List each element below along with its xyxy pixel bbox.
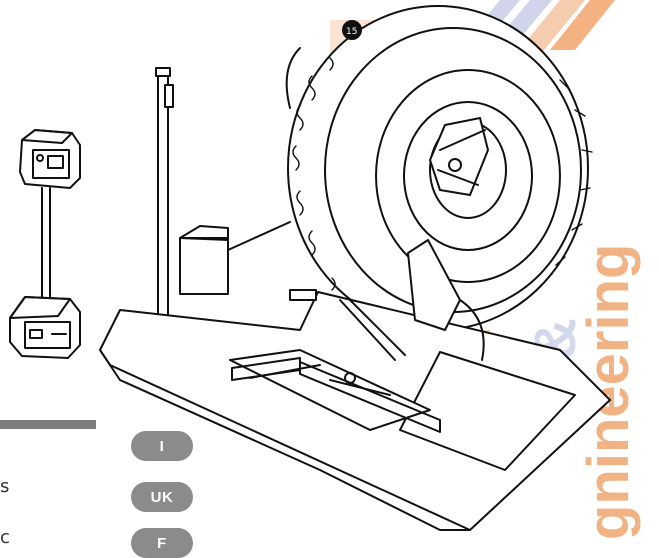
cut-off-text-fragment: c — [0, 527, 10, 548]
tyre-changer-illustration: 15 — [9, 5, 611, 531]
machine-base — [99, 239, 611, 531]
cut-off-text-fragment: s — [0, 476, 10, 497]
language-badge-french[interactable]: F — [131, 528, 193, 558]
svg-text:15: 15 — [346, 27, 357, 37]
control-console-icon — [9, 129, 81, 359]
language-badge-english[interactable]: UK — [131, 482, 193, 512]
manual-cover-page: gnineering & — [0, 0, 641, 558]
language-badge-italian[interactable]: I — [131, 431, 193, 461]
tool-arm-column — [155, 67, 291, 321]
section-divider — [0, 420, 96, 429]
wheel-clamp-icon — [429, 117, 489, 196]
